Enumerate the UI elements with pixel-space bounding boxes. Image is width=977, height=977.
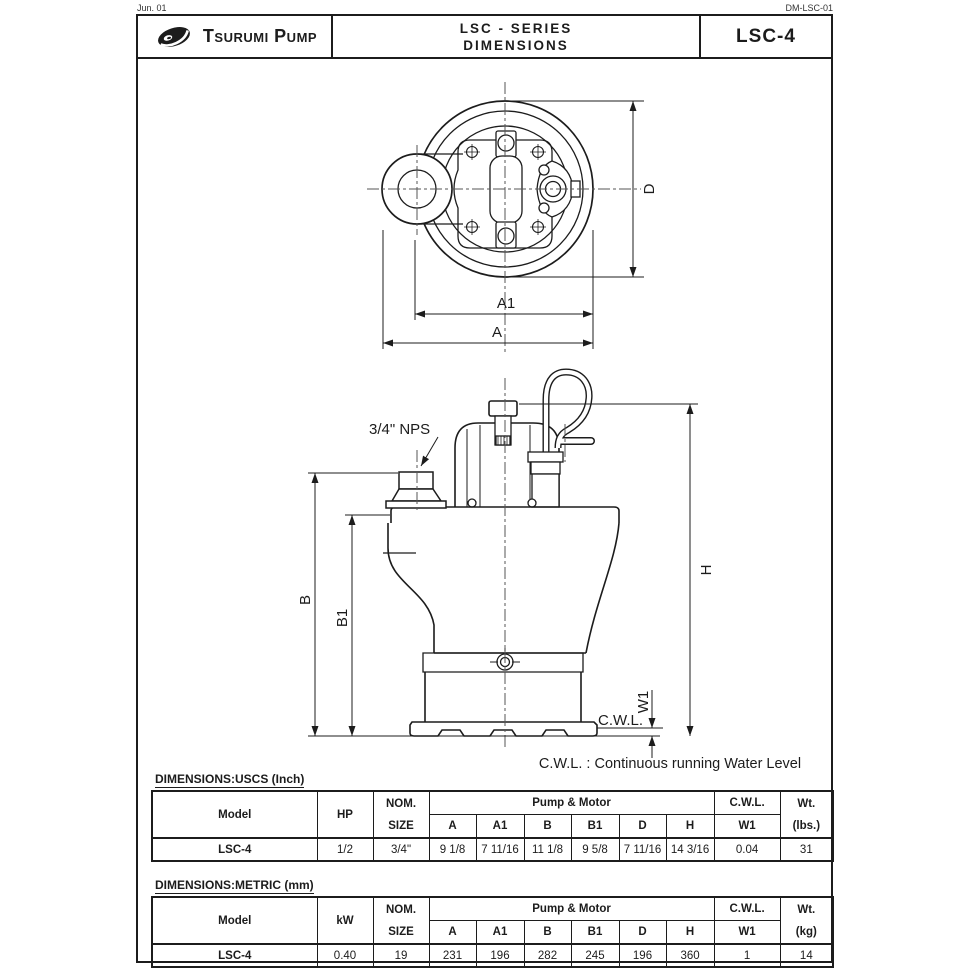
- dim-label-d: D: [641, 183, 658, 194]
- metric-header-nom: NOM.: [385, 903, 417, 916]
- metric-size-value: 19: [372, 943, 430, 968]
- uscs-header-nom-size: NOM. SIZE: [372, 790, 430, 839]
- uscs-table-title: DIMENSIONS:USCS (Inch): [155, 772, 305, 788]
- dim-label-a1: A1: [497, 295, 515, 312]
- metric-header-model: Model: [151, 896, 318, 945]
- uscs-wt-value: 31: [779, 837, 834, 862]
- metric-table: Model kW NOM. SIZE Pump & Motor C.W.L. W…: [151, 896, 835, 968]
- dim-label-a: A: [492, 324, 502, 341]
- model-cell: LSC-4: [701, 16, 831, 57]
- uscs-d-value: 7 11/16: [618, 837, 667, 862]
- nps-label: 3/4" NPS: [369, 421, 430, 438]
- uscs-col-a1: A1: [475, 814, 525, 839]
- metric-b1-value: 245: [570, 943, 620, 968]
- metric-b-value: 282: [523, 943, 572, 968]
- sheet-title: DIMENSIONS: [463, 37, 569, 53]
- doc-code-label: DM-LSC-01: [785, 3, 833, 13]
- uscs-data-row: LSC-4 1/2 3/4" 9 1/8 7 11/16 11 1/8 9 5/…: [151, 837, 834, 862]
- metric-h-value: 360: [665, 943, 715, 968]
- uscs-header-wt-unit: (lbs.): [792, 819, 821, 832]
- uscs-table: Model HP NOM. SIZE Pump & Motor C.W.L. W…: [151, 790, 835, 862]
- brand-cell: Tsurumi Pump: [138, 16, 333, 57]
- top-view-centerlines: [367, 82, 641, 352]
- uscs-header-model: Model: [151, 790, 318, 839]
- metric-model-value: LSC-4: [151, 943, 318, 968]
- uscs-size-value: 3/4": [372, 837, 430, 862]
- metric-header-wt: Wt. (kg): [779, 896, 834, 945]
- dim-label-b: B: [297, 595, 314, 605]
- sheet-title-cell: LSC - SERIES DIMENSIONS: [333, 16, 701, 57]
- series-title: LSC - SERIES: [459, 20, 573, 36]
- uscs-header-hp: HP: [316, 790, 374, 839]
- metric-d-value: 196: [618, 943, 667, 968]
- metric-header-wt-unit: (kg): [795, 925, 817, 938]
- uscs-col-d: D: [618, 814, 667, 839]
- uscs-h-value: 14 3/16: [665, 837, 715, 862]
- dim-label-b1: B1: [334, 609, 351, 627]
- metric-col-w1: W1: [713, 920, 781, 945]
- metric-data-row: LSC-4 0.40 19 231 196 282 245 196 360 1 …: [151, 943, 834, 968]
- uscs-model-value: LSC-4: [151, 837, 318, 862]
- cwl-note: C.W.L. : Continuous running Water Level: [538, 756, 802, 772]
- uscs-a1-value: 7 11/16: [475, 837, 525, 862]
- side-view-drawing: [383, 368, 620, 737]
- metric-header-size: SIZE: [388, 925, 414, 938]
- metric-col-b1: B1: [570, 920, 620, 945]
- top-view-dimensions: [382, 100, 644, 349]
- uscs-w1-value: 0.04: [713, 837, 781, 862]
- cwl-line-label: C.W.L.: [598, 712, 643, 729]
- metric-table-title: DIMENSIONS:METRIC (mm): [155, 878, 314, 894]
- tsurumi-logo-icon: [157, 26, 190, 47]
- metric-header-nom-size: NOM. SIZE: [372, 896, 430, 945]
- metric-col-a1: A1: [475, 920, 525, 945]
- title-block: Tsurumi Pump LSC - SERIES DIMENSIONS LSC…: [138, 16, 831, 59]
- uscs-header-wt-label: Wt.: [797, 797, 816, 810]
- metric-w1-value: 1: [713, 943, 781, 968]
- uscs-header-pump-motor: Pump & Motor: [428, 790, 715, 815]
- uscs-header-nom: NOM.: [385, 797, 417, 810]
- uscs-header-size: SIZE: [388, 819, 414, 832]
- metric-kw-value: 0.40: [316, 943, 374, 968]
- uscs-col-a: A: [428, 814, 477, 839]
- metric-header-wt-label: Wt.: [797, 903, 816, 916]
- metric-col-a: A: [428, 920, 477, 945]
- uscs-b1-value: 9 5/8: [570, 837, 620, 862]
- dim-label-w1: W1: [635, 691, 652, 714]
- date-label: Jun. 01: [137, 3, 167, 13]
- model-code: LSC-4: [736, 25, 796, 47]
- metric-col-h: H: [665, 920, 715, 945]
- metric-header-pump-motor: Pump & Motor: [428, 896, 715, 921]
- side-view-centerlines: [416, 378, 566, 748]
- metric-a1-value: 196: [475, 943, 525, 968]
- uscs-header-cwl: C.W.L.: [713, 790, 781, 815]
- metric-header-kw: kW: [316, 896, 374, 945]
- pump-dimension-drawing: D A1 A: [297, 82, 715, 758]
- metric-col-b: B: [523, 920, 572, 945]
- side-view-dimensions: [308, 403, 698, 758]
- uscs-col-b1: B1: [570, 814, 620, 839]
- metric-header-cwl: C.W.L.: [713, 896, 781, 921]
- uscs-b-value: 11 1/8: [523, 837, 572, 862]
- uscs-a-value: 9 1/8: [428, 837, 477, 862]
- brand-name: Tsurumi Pump: [202, 26, 318, 46]
- uscs-header-wt: Wt. (lbs.): [779, 790, 834, 839]
- dim-label-h: H: [698, 565, 715, 576]
- metric-col-d: D: [618, 920, 667, 945]
- uscs-col-b: B: [523, 814, 572, 839]
- uscs-hp-value: 1/2: [316, 837, 374, 862]
- uscs-col-w1: W1: [713, 814, 781, 839]
- uscs-col-h: H: [665, 814, 715, 839]
- metric-wt-value: 14: [779, 943, 834, 968]
- metric-a-value: 231: [428, 943, 477, 968]
